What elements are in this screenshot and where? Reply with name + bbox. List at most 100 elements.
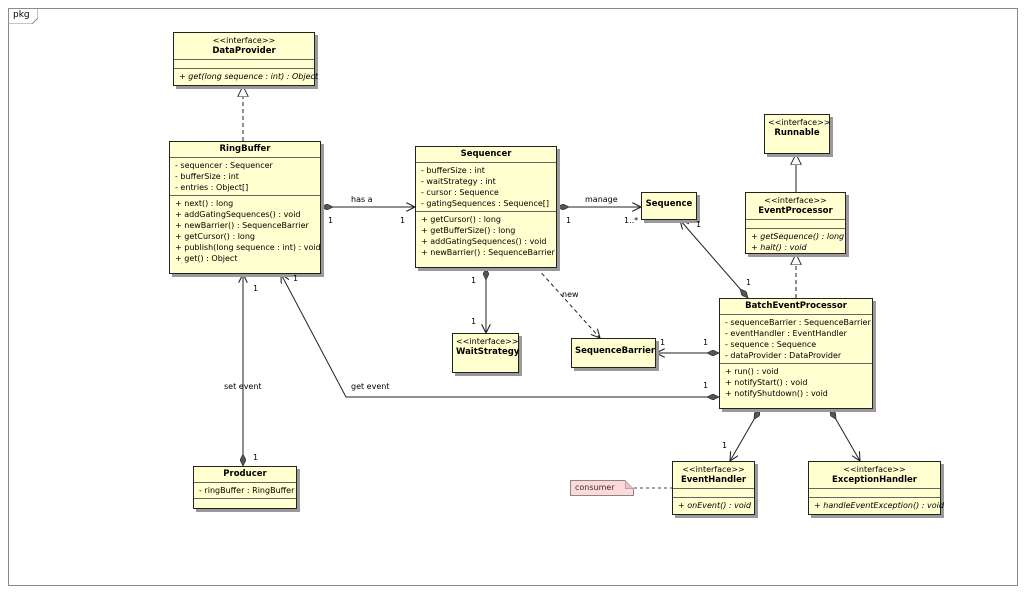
package-frame-label: pkg <box>13 10 30 20</box>
class-runnable-name: Runnable <box>774 128 820 138</box>
multiplicity-label: 1 <box>293 274 299 283</box>
multiplicity-label: 1 <box>471 317 477 326</box>
attribute-row: - sequenceBarrier : SequenceBarrier <box>725 318 871 327</box>
edge-batcheventprocessor-has-exceptionhandler <box>829 409 860 461</box>
attribute-row: - sequence : Sequence <box>725 340 817 349</box>
attribute-row: - eventHandler : EventHandler <box>725 329 847 338</box>
operation-row: + handleEventException() : void <box>814 501 944 510</box>
attribute-row: - dataProvider : DataProvider <box>725 351 842 360</box>
attribute-row: - bufferSize : int <box>175 172 239 181</box>
class-eventprocessor-attributes <box>746 220 845 229</box>
class-eventhandler-name: EventHandler <box>680 475 747 485</box>
class-exceptionhandler-header: <<interface>> ExceptionHandler <box>809 462 940 489</box>
class-sequencer-operations: + getCursor() : long + getBufferSize() :… <box>416 212 556 260</box>
multiplicity-label: 1 <box>696 220 702 229</box>
class-sequencebarrier-header: SequenceBarrier <box>572 339 655 359</box>
class-batcheventprocessor[interactable]: BatchEventProcessor - sequenceBarrier : … <box>719 298 873 409</box>
class-sequencer[interactable]: Sequencer - bufferSize : int - waitStrat… <box>415 146 557 268</box>
class-sequencebarrier[interactable]: SequenceBarrier <box>571 338 656 368</box>
class-ringbuffer-operations: + next() : long + addGatingSequences() :… <box>170 196 321 266</box>
attribute-row: - bufferSize : int <box>421 166 485 175</box>
class-sequence[interactable]: Sequence <box>641 192 697 220</box>
class-producer[interactable]: Producer - ringBuffer : RingBuffer <box>193 466 297 509</box>
class-eventprocessor-operations: + getSequence() : long + halt() : void <box>746 229 845 255</box>
class-runnable-stereotype: <<interface>> <box>768 118 831 127</box>
class-dataprovider[interactable]: <<interface>> DataProvider + get(long se… <box>173 32 319 86</box>
attribute-row: - cursor : Sequence <box>421 188 499 197</box>
class-eventprocessor-name: EventProcessor <box>758 206 833 216</box>
class-exceptionhandler-attributes <box>809 489 940 498</box>
class-eventhandler-attributes <box>673 489 754 498</box>
operation-row: + notifyShutdown() : void <box>725 389 828 398</box>
attribute-row: - entries : Object[] <box>175 183 249 192</box>
class-exceptionhandler-name: ExceptionHandler <box>832 475 917 485</box>
class-producer-header: Producer <box>194 467 296 483</box>
operation-row: + get(long sequence : int) : Object <box>179 72 319 81</box>
package-frame <box>8 8 1018 586</box>
class-dataprovider-name: DataProvider <box>212 46 276 56</box>
edge-label-set-event: set event <box>224 382 262 391</box>
class-dataprovider-stereotype: <<interface>> <box>212 36 276 45</box>
multiplicity-label: 1 <box>703 381 709 390</box>
multiplicity-label: 1..* <box>624 216 639 225</box>
class-sequencebarrier-name: SequenceBarrier <box>575 346 656 356</box>
operation-row: + next() : long <box>175 199 234 208</box>
operation-row: + publish(long sequence : int) : void <box>175 243 321 252</box>
multiplicity-label: 1 <box>400 216 406 225</box>
class-batcheventprocessor-header: BatchEventProcessor <box>720 299 872 315</box>
class-waitstrategy-name: WaitStrategy <box>456 347 520 357</box>
attribute-row: - sequencer : Sequencer <box>175 161 273 170</box>
operation-row: + notifyStart() : void <box>725 378 808 387</box>
multiplicity-label: 1 <box>566 216 572 225</box>
class-waitstrategy-stereotype: <<interface>> <box>456 337 519 346</box>
class-exceptionhandler[interactable]: <<interface>> ExceptionHandler + handleE… <box>808 461 944 515</box>
class-exceptionhandler-operations: + handleEventException() : void <box>809 498 944 513</box>
class-eventprocessor[interactable]: <<interface>> EventProcessor + getSequen… <box>745 192 846 254</box>
class-dataprovider-attributes <box>174 60 314 69</box>
multiplicity-label: 1 <box>253 453 259 462</box>
multiplicity-label: 1 <box>253 284 259 293</box>
multiplicity-label: 1 <box>746 278 752 287</box>
edge-sequencer-creates-sequencebarrier <box>536 267 600 338</box>
class-eventhandler-header: <<interface>> EventHandler <box>673 462 754 489</box>
class-eventprocessor-stereotype: <<interface>> <box>764 196 827 205</box>
operation-row: + newBarrier() : SequenceBarrier <box>421 248 555 257</box>
edge-label-manage: manage <box>585 195 618 204</box>
class-sequence-header: Sequence <box>642 193 696 212</box>
operation-row: + halt() : void <box>751 243 807 252</box>
class-ringbuffer-header: RingBuffer <box>170 142 320 158</box>
operation-row: + addGatingSequences() : void <box>175 210 301 219</box>
attribute-row: - gatingSequences : Sequence[] <box>421 199 550 208</box>
class-waitstrategy-header: <<interface>> WaitStrategy <box>453 334 520 360</box>
class-dataprovider-header: <<interface>> DataProvider <box>174 33 314 60</box>
class-eventhandler[interactable]: <<interface>> EventHandler + onEvent() :… <box>672 461 755 515</box>
edge-batcheventprocessor-gets-event-ringbuffer <box>281 274 719 397</box>
class-runnable-header: <<interface>> Runnable <box>765 115 831 141</box>
multiplicity-label: 1 <box>703 338 709 347</box>
multiplicity-label: 1 <box>722 441 728 450</box>
class-runnable[interactable]: <<interface>> Runnable <box>764 114 831 154</box>
edge-label-new: new <box>562 290 579 299</box>
class-sequencer-name: Sequencer <box>460 149 512 159</box>
operation-row: + onEvent() : void <box>678 501 752 510</box>
class-batcheventprocessor-operations: + run() : void + notifyStart() : void + … <box>720 364 872 401</box>
operation-row: + newBarrier() : SequenceBarrier <box>175 221 309 230</box>
class-waitstrategy[interactable]: <<interface>> WaitStrategy <box>452 333 519 373</box>
multiplicity-label: 1 <box>328 216 334 225</box>
class-eventhandler-stereotype: <<interface>> <box>682 465 745 474</box>
attribute-row: - waitStrategy : int <box>421 177 496 186</box>
class-producer-operations <box>194 499 296 507</box>
operation-row: + getCursor() : long <box>421 215 501 224</box>
operation-row: + getSequence() : long <box>751 232 845 241</box>
attribute-row: - ringBuffer : RingBuffer <box>199 486 295 495</box>
class-sequence-name: Sequence <box>645 199 693 209</box>
class-ringbuffer[interactable]: RingBuffer - sequencer : Sequencer - buf… <box>169 141 321 274</box>
package-frame-tab <box>8 8 38 24</box>
class-eventprocessor-header: <<interface>> EventProcessor <box>746 193 845 220</box>
multiplicity-label: 1 <box>471 276 477 285</box>
class-ringbuffer-name: RingBuffer <box>219 144 271 154</box>
class-ringbuffer-attributes: - sequencer : Sequencer - bufferSize : i… <box>170 158 320 196</box>
note-fold-corner <box>625 480 634 489</box>
